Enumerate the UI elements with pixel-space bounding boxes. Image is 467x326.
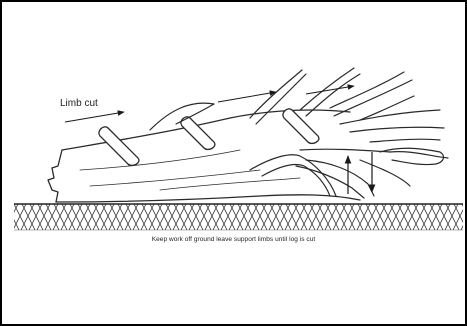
- limb-stub-3: [283, 109, 319, 144]
- arrow-right-icon: [65, 112, 124, 122]
- arrow-right-icon: [306, 86, 354, 94]
- limb-cut-label: Limb cut: [60, 98, 98, 109]
- limb-stub-2: [181, 117, 215, 150]
- limb-stub-1: [99, 127, 139, 166]
- support-limbs: [250, 148, 448, 198]
- ground: [14, 204, 463, 230]
- log-trunk: [48, 110, 360, 202]
- diagram-caption: Keep work off ground leave support limbs…: [0, 236, 467, 243]
